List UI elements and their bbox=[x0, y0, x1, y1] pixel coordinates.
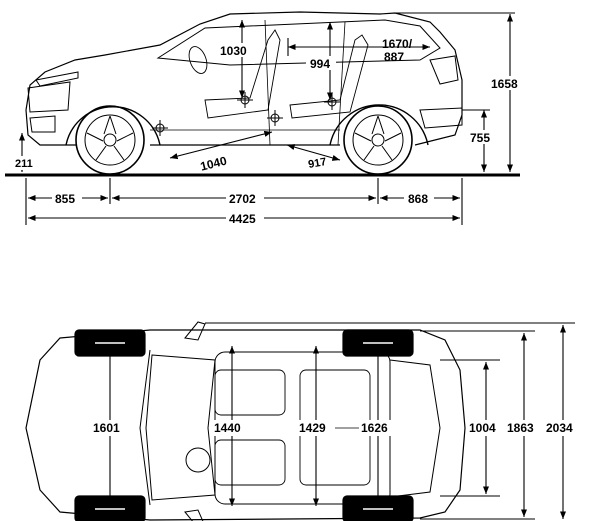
label-load-floor-height: 755 bbox=[470, 131, 490, 145]
label-body-width: 1863 bbox=[507, 421, 534, 435]
label-width-with-mirrors: 2034 bbox=[546, 421, 573, 435]
label-ground-clearance: 211 bbox=[15, 158, 33, 170]
front-seat-left bbox=[214, 369, 286, 416]
side-view bbox=[5, 11, 520, 177]
tail-light bbox=[429, 55, 459, 85]
reference-point-front-seat bbox=[237, 92, 253, 108]
steering-wheel-top bbox=[185, 447, 211, 473]
label-rear-overhang: 868 bbox=[408, 192, 428, 206]
label-rear-shoulder-width: 1429 bbox=[299, 421, 326, 435]
label-seat-height-front: 1030 bbox=[220, 44, 247, 58]
front-grille bbox=[27, 81, 71, 113]
headlight bbox=[35, 71, 79, 87]
reference-point-rear-floor bbox=[267, 110, 283, 126]
side-dimensions bbox=[18, 12, 515, 225]
front-wheel bbox=[65, 105, 161, 175]
door-line-front bbox=[264, 19, 271, 146]
label-rear-track: 1626 bbox=[361, 421, 388, 435]
label-overall-height: 1658 bbox=[491, 77, 518, 91]
hood-line bbox=[139, 349, 151, 506]
top-dimension-labels: 1601 1440 1429 1626 1004 1863 2034 bbox=[91, 420, 584, 436]
label-legroom: 1670/ 887 bbox=[382, 37, 415, 64]
label-front-track: 1601 bbox=[93, 421, 120, 435]
front-seat-right bbox=[214, 439, 286, 486]
rear-seat-side bbox=[289, 34, 369, 119]
window-line bbox=[156, 19, 441, 66]
label-overall-length: 4425 bbox=[229, 212, 256, 226]
front-seat-side bbox=[204, 29, 281, 119]
rear-wheel bbox=[329, 104, 429, 175]
label-rear-legroom-diag: 917 bbox=[307, 156, 327, 171]
label-front-overhang: 855 bbox=[55, 192, 75, 206]
side-dimension-labels: 1030 994 1670/ 887 1658 211 755 1040 917… bbox=[12, 37, 524, 226]
rear-hatch bbox=[389, 359, 441, 498]
rear-bumper bbox=[419, 107, 463, 129]
label-wheelbase: 2702 bbox=[229, 192, 256, 206]
label-front-shoulder-width: 1440 bbox=[214, 421, 241, 435]
windshield bbox=[145, 354, 216, 501]
steering-wheel-side bbox=[188, 46, 208, 74]
reference-point-front-floor bbox=[152, 120, 168, 136]
label-front-legroom-diag: 1040 bbox=[199, 154, 229, 174]
label-rear-seat-height: 994 bbox=[310, 57, 330, 71]
car-body-side bbox=[25, 11, 463, 146]
reference-point-rear-seat bbox=[324, 94, 340, 110]
fog-light bbox=[29, 115, 56, 133]
mirror-left bbox=[184, 321, 206, 341]
mirror-right bbox=[184, 509, 204, 521]
label-cargo-width: 1004 bbox=[469, 421, 496, 435]
car-body-top bbox=[25, 329, 466, 521]
